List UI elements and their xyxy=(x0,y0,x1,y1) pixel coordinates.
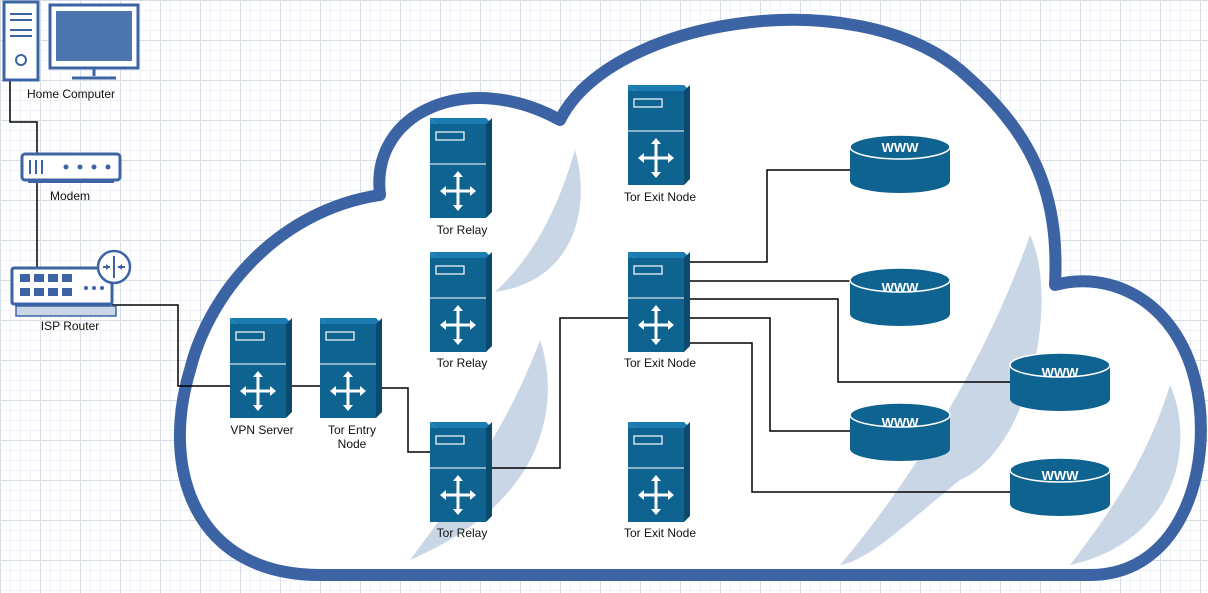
www-label: WWW xyxy=(882,140,920,155)
home-computer-icon xyxy=(2,0,140,82)
tor-entry-node-label: Tor Entry Node xyxy=(327,423,377,451)
www-node: WWW xyxy=(1009,457,1111,517)
tor-exit-top-icon xyxy=(626,83,692,187)
www-node: WWW xyxy=(849,267,951,327)
www-node: WWW xyxy=(1009,352,1111,412)
tor-relay-mid-label: Tor Relay xyxy=(436,356,488,370)
www-node: WWW xyxy=(849,402,951,462)
www-label: WWW xyxy=(882,280,920,295)
tor-relay-mid-icon xyxy=(428,250,494,354)
home-computer-label: Home Computer xyxy=(26,87,116,101)
link-exit-www5 xyxy=(690,342,1012,493)
tor-relay-top-icon xyxy=(428,116,494,220)
link-relay-exit xyxy=(485,317,632,469)
tor-relay-bottom-icon xyxy=(428,420,494,524)
connections xyxy=(9,80,1012,493)
tor-exit-bottom-label: Tor Exit Node xyxy=(623,526,697,540)
tor-relay-bottom-label: Tor Relay xyxy=(436,526,488,540)
tor-relay-top-label: Tor Relay xyxy=(436,223,488,237)
link-entry-relay xyxy=(377,387,432,453)
tor-entry-node-icon xyxy=(318,316,384,420)
link-exit-www1 xyxy=(690,169,852,263)
link-router-vpn xyxy=(112,304,232,387)
www-label: WWW xyxy=(1042,468,1080,483)
vpn-server-label: VPN Server xyxy=(230,423,294,437)
isp-router-icon xyxy=(10,249,132,317)
tor-exit-mid-icon xyxy=(626,250,692,354)
vpn-server-icon xyxy=(228,316,294,420)
link-exit-www4 xyxy=(690,317,852,432)
www-node: WWW xyxy=(849,134,951,194)
www-label: WWW xyxy=(882,415,920,430)
tor-exit-top-label: Tor Exit Node xyxy=(623,190,697,204)
www-label: WWW xyxy=(1042,365,1080,380)
modem-icon xyxy=(20,152,122,183)
tor-exit-mid-label: Tor Exit Node xyxy=(623,356,697,370)
link-exit-www3 xyxy=(690,298,1012,383)
tor-exit-bottom-icon xyxy=(626,420,692,524)
isp-router-label: ISP Router xyxy=(40,319,100,333)
link-computer-modem xyxy=(9,80,38,160)
modem-label: Modem xyxy=(49,189,91,203)
